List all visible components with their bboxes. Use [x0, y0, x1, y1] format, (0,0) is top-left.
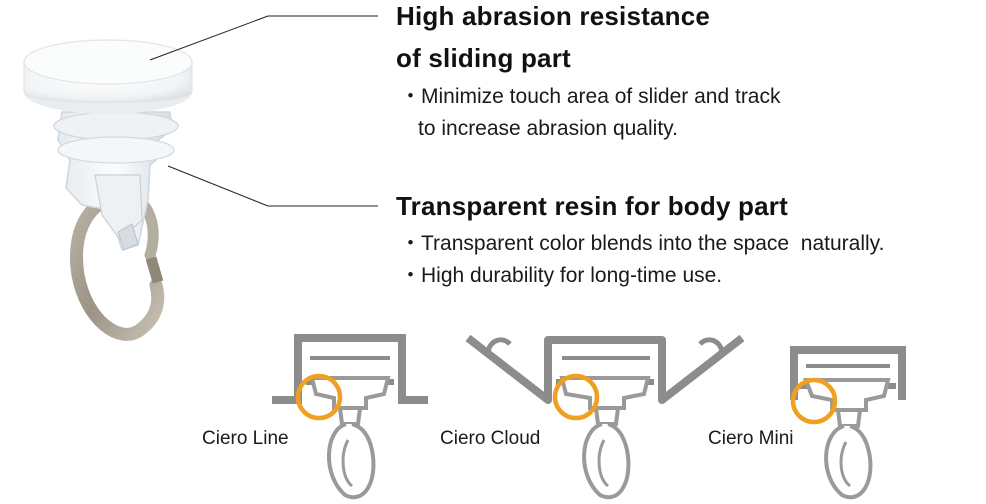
glider-cross-section-cloud: [559, 376, 651, 500]
feature-bullet: ・Transparent color blends into the space…: [400, 232, 885, 255]
glider-cross-section-line: [309, 376, 391, 500]
feature-heading-line: High abrasion resistance: [396, 1, 711, 31]
contact-highlight-ciero-line: [295, 373, 343, 421]
feature-heading-line: Transparent resin for body part: [396, 191, 788, 221]
contact-highlight-ciero-mini: [790, 377, 838, 425]
feature-bullets-transparent: ・Transparent color blends into the space…: [400, 228, 884, 292]
caption-ciero-line: Ciero Line: [202, 428, 289, 449]
contact-highlight-ciero-cloud: [552, 373, 600, 421]
leader-line-sliding: [149, 15, 269, 61]
glider-cross-section-mini: [803, 378, 891, 500]
transparent-body: [53, 111, 179, 251]
feature-bullet-continuation: to increase abrasion quality.: [418, 117, 678, 140]
feature-bullet: ・High durability for long-time use.: [400, 264, 723, 287]
feature-bullets-abrasion: ・Minimize touch area of slider and track…: [400, 81, 781, 145]
feature-heading-line: of sliding part: [396, 43, 571, 73]
feature-bullet: ・Minimize touch area of slider and track: [400, 85, 781, 108]
caption-ciero-cloud: Ciero Cloud: [440, 428, 541, 449]
feature-heading-transparent: Transparent resin for body part: [396, 185, 788, 227]
caption-ciero-mini: Ciero Mini: [708, 428, 794, 449]
slider-cap: [23, 39, 193, 114]
feature-heading-abrasion: High abrasion resistance of sliding part: [396, 0, 710, 79]
leader-line-body: [167, 165, 269, 207]
